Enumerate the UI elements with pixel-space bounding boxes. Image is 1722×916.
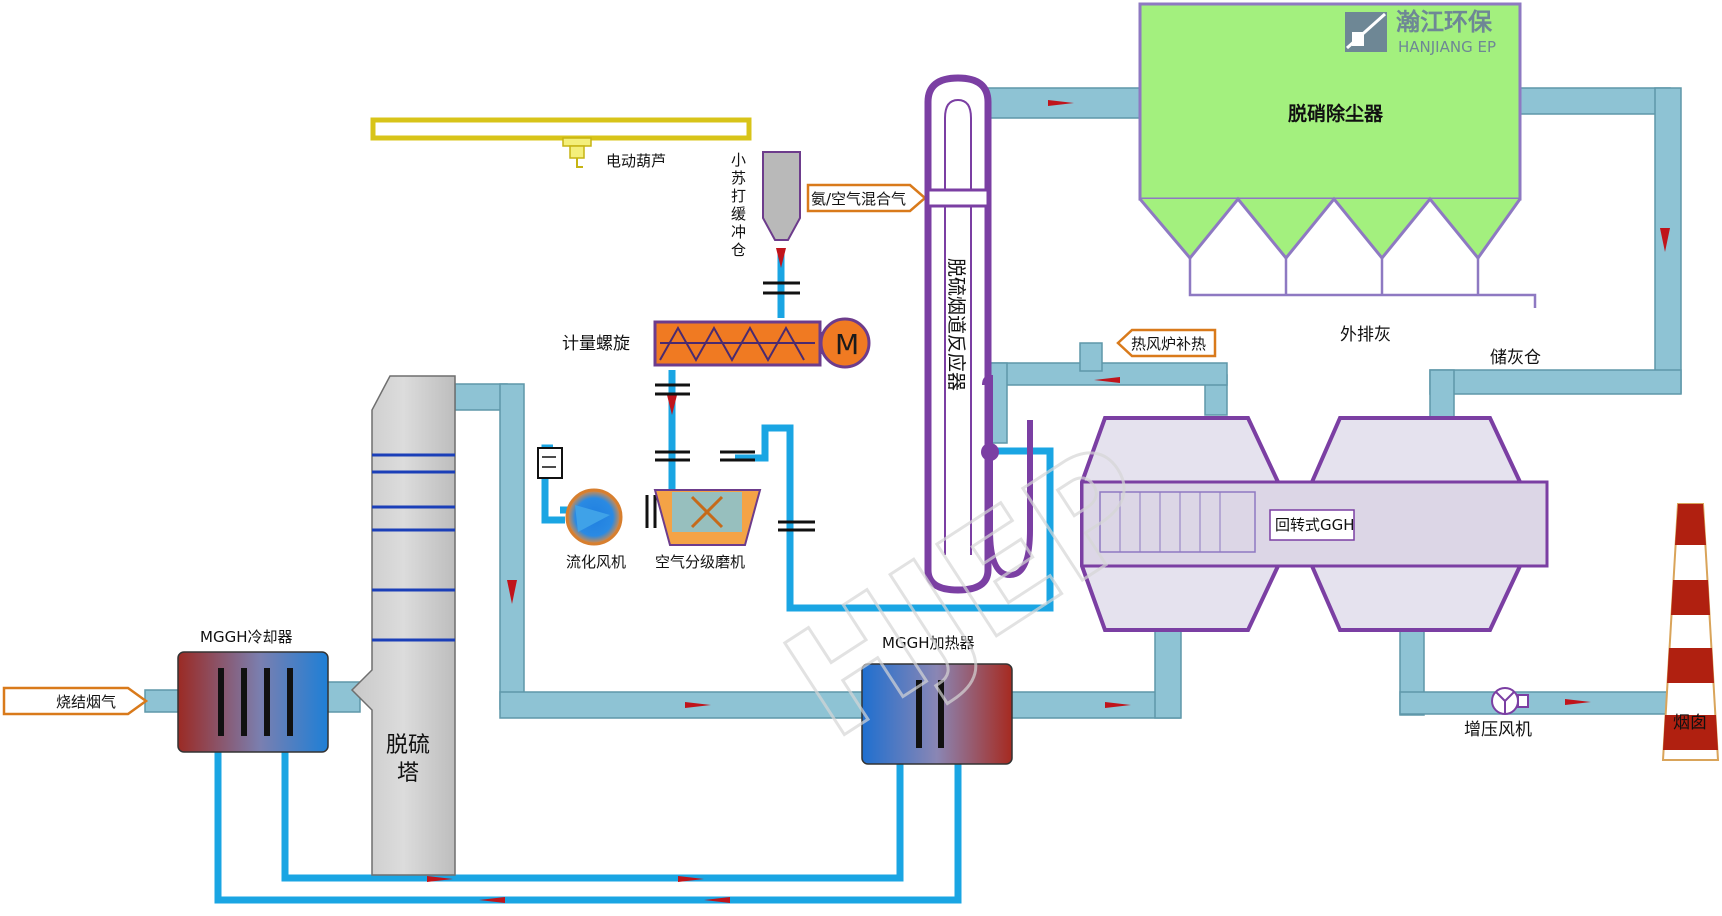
hot-air-label: 热风炉补热 bbox=[1131, 335, 1206, 353]
brand-name-cn: 瀚江环保 bbox=[1396, 8, 1493, 36]
denox-dust-collector: 脱硝除尘器 外排灰 储灰仓 bbox=[1138, 2, 1541, 368]
mggh-cooler: MGGH冷却器 bbox=[177, 628, 329, 753]
mggh-heater: MGGH加热器 bbox=[861, 634, 1013, 765]
flange-marks bbox=[645, 281, 815, 532]
stack-label: 烟囱 bbox=[1673, 713, 1707, 733]
soda-bin-char: 打 bbox=[731, 187, 746, 205]
tower-label-line2: 塔 bbox=[397, 761, 419, 786]
inlet-tag: 烧结烟气 bbox=[2, 686, 149, 716]
electric-hoist: 电动葫芦 bbox=[370, 117, 752, 170]
hot-air-tag: 热风炉补热 bbox=[1116, 328, 1217, 358]
ash-bin-label: 储灰仓 bbox=[1490, 348, 1541, 368]
rotary-ggh: 回转式GGH bbox=[1080, 416, 1549, 632]
brand-logo: 瀚江环保 HANJIANG EP bbox=[1345, 8, 1496, 56]
hoist-label: 电动葫芦 bbox=[606, 152, 666, 170]
fluidizing-fan: 流化风机 bbox=[537, 447, 626, 571]
booster-label: 增压风机 bbox=[1464, 720, 1532, 740]
flue-duct-network bbox=[144, 87, 1686, 719]
reactor-label: 脱硫烟道反应器 bbox=[945, 258, 967, 391]
soda-buffer-bin: 小 苏 打 缓 冲 仓 bbox=[731, 151, 801, 259]
soda-bin-char: 仓 bbox=[731, 241, 746, 259]
air-classifier-mill: 空气分级磨机 bbox=[653, 489, 762, 571]
ash-out-label: 外排灰 bbox=[1340, 325, 1391, 345]
brand-name-en: HANJIANG EP bbox=[1398, 38, 1496, 56]
mggh-heat-label: MGGH加热器 bbox=[882, 634, 974, 652]
motor-label: M bbox=[835, 328, 859, 361]
tower-label-line1: 脱硫 bbox=[386, 733, 430, 758]
ggh-label: 回转式GGH bbox=[1275, 516, 1355, 534]
soda-bin-label: 小 苏 打 缓 冲 仓 bbox=[731, 151, 751, 259]
metering-screw: M 计量螺旋 bbox=[562, 317, 871, 369]
mill-label: 空气分级磨机 bbox=[655, 553, 745, 571]
soda-bin-char: 苏 bbox=[731, 169, 746, 187]
flow-arrows bbox=[427, 100, 1670, 903]
soda-bin-char: 小 bbox=[731, 151, 746, 169]
chimney: 烟囱 bbox=[1661, 503, 1720, 761]
ammonia-air-label: 氨/空气混合气 bbox=[811, 190, 906, 208]
filter-icon bbox=[537, 447, 563, 479]
booster-fan: 增压风机 bbox=[1464, 687, 1532, 740]
desulfurization-reactor: 脱硫烟道反应器 bbox=[924, 74, 1033, 594]
mggh-cool-label: MGGH冷却器 bbox=[200, 628, 292, 646]
screw-label: 计量螺旋 bbox=[562, 334, 630, 354]
soda-bin-char: 冲 bbox=[731, 223, 746, 241]
inlet-label: 烧结烟气 bbox=[56, 693, 116, 711]
denox-label: 脱硝除尘器 bbox=[1288, 102, 1384, 125]
soda-bin-char: 缓 bbox=[731, 205, 746, 223]
ammonia-air-tag: 氨/空气混合气 bbox=[806, 183, 927, 213]
desulfurization-tower: 脱硫 塔 bbox=[350, 375, 456, 876]
fan-fluid-label: 流化风机 bbox=[566, 553, 626, 571]
motor-icon bbox=[819, 317, 871, 369]
